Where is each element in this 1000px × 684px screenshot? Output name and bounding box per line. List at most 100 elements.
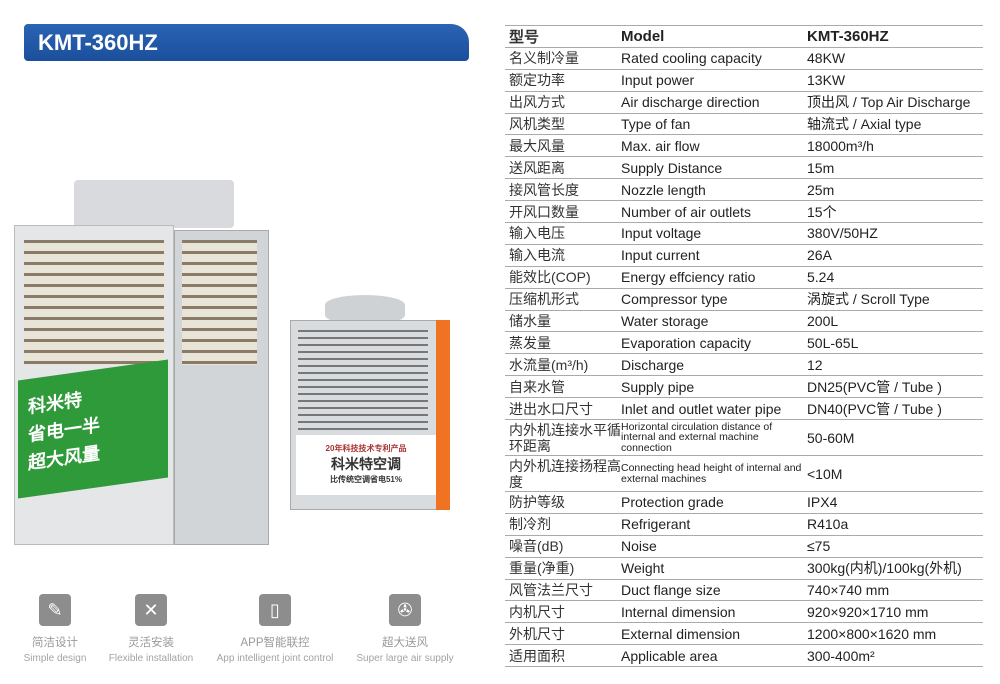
table-cell: Nozzle length <box>621 181 706 198</box>
table-cell: 15个 <box>807 203 837 220</box>
table-cell: 380V/50HZ <box>807 225 878 242</box>
table-row: 输入电流 Input current 26A <box>505 245 983 267</box>
indoor-unit-image: 科米特 省电一半 超大风量 <box>14 180 284 545</box>
feature-en: Super large air supply <box>356 653 454 664</box>
header-cell: Model <box>621 27 665 45</box>
table-cell: Energy effciency ratio <box>621 269 756 286</box>
table-cell: Input current <box>621 247 700 264</box>
unit-top <box>74 180 234 228</box>
table-cell: 输入电流 <box>509 247 565 264</box>
feature-zh: 灵活安装 <box>128 637 174 649</box>
table-cell: Inlet and outlet water pipe <box>621 400 782 417</box>
table-cell: Noise <box>621 538 657 555</box>
saving-text: 比传统空调省电51% <box>329 475 402 484</box>
table-cell: 噪音(dB) <box>509 538 564 555</box>
model-title: KMT-360HZ <box>38 30 158 55</box>
table-cell: 送风距离 <box>509 159 565 176</box>
table-cell: 18000m³/h <box>807 137 874 154</box>
sign-panel: 20年科技技术专利产品 科米特空调 比传统空调省电51% <box>296 435 436 495</box>
feature-en: Simple design <box>23 653 87 664</box>
table-cell: Input voltage <box>621 225 702 242</box>
table-cell: Number of air outlets <box>621 203 751 220</box>
table-cell: 5.24 <box>807 269 835 286</box>
model-title-banner: KMT-360HZ <box>24 24 469 61</box>
orange-trim <box>436 320 450 510</box>
table-cell: Air discharge direction <box>621 94 760 111</box>
table-cell: 50-60M <box>807 429 855 446</box>
feature-en: App intelligent joint control <box>216 653 334 664</box>
table-cell: 防护等级 <box>509 494 565 511</box>
feature-zh: 简洁设计 <box>32 637 78 649</box>
table-cell: 内外机连接扬程高度 <box>509 457 621 490</box>
table-cell: Refrigerant <box>621 516 691 533</box>
table-row: 能效比(COP) Energy effciency ratio 5.24 <box>505 267 983 289</box>
green-label-panel: 科米特 省电一半 超大风量 <box>18 359 168 499</box>
table-cell: External dimension <box>621 625 741 642</box>
phone-icon: ▯ <box>259 594 291 626</box>
side-louvers <box>182 240 257 365</box>
table-cell: Supply Distance <box>621 159 723 176</box>
table-cell: 储水量 <box>509 313 551 330</box>
table-cell: 300kg(内机)/100kg(外机) <box>807 560 962 577</box>
table-cell: 200L <box>807 313 839 330</box>
table-cell: 接风管长度 <box>509 181 579 198</box>
table-cell: 名义制冷量 <box>509 50 579 67</box>
table-cell: Type of fan <box>621 116 691 132</box>
table-cell: 额定功率 <box>509 72 565 89</box>
table-cell: Max. air flow <box>621 137 700 154</box>
tools-icon: ✕ <box>135 594 167 626</box>
table-cell: Weight <box>621 560 665 577</box>
table-cell: Internal dimension <box>621 603 736 620</box>
table-cell: Applicable area <box>621 647 718 664</box>
feature-en: Flexible installation <box>108 653 194 664</box>
fan-icon: ✇ <box>389 594 421 626</box>
table-cell: 轴流式 / Axial type <box>807 116 922 132</box>
table-row: 噪音(dB) Noise ≤75 <box>505 536 983 558</box>
table-cell: 自来水管 <box>509 378 565 395</box>
table-cell: 输入电压 <box>509 225 565 242</box>
feature-zh: 超大送风 <box>382 637 428 649</box>
table-cell: Evaporation capacity <box>621 334 751 351</box>
table-cell: ≤75 <box>807 538 831 555</box>
table-cell: IPX4 <box>807 494 838 511</box>
table-cell: Compressor type <box>621 291 728 308</box>
table-cell: 水流量(m³/h) <box>509 356 589 373</box>
front-louvers <box>24 240 164 365</box>
brand-text: 科米特空调 <box>331 456 401 472</box>
table-cell: 26A <box>807 247 832 264</box>
table-cell: 能效比(COP) <box>509 269 591 286</box>
table-cell: 740×740 mm <box>807 582 890 599</box>
feature-app-control: ▯ APP智能联控 App intelligent joint control <box>215 594 335 664</box>
table-cell: 出风方式 <box>509 94 565 111</box>
table-cell: 920×920×1710 mm <box>807 603 929 620</box>
table-cell: 外机尺寸 <box>509 625 565 642</box>
feature-simple-design: ✎ 简洁设计 Simple design <box>0 594 115 664</box>
table-cell: 风机类型 <box>509 116 565 132</box>
feature-flexible-installation: ✕ 灵活安装 Flexible installation <box>91 594 211 664</box>
table-cell: DN40(PVC管 / Tube ) <box>807 400 942 417</box>
feature-air-supply: ✇ 超大送风 Super large air supply <box>345 594 465 664</box>
outdoor-unit-image: 20年科技技术专利产品 科米特空调 比传统空调省电51% <box>290 295 450 535</box>
table-cell: Rated cooling capacity <box>621 50 762 67</box>
table-cell: 1200×800×1620 mm <box>807 625 937 642</box>
table-cell: Water storage <box>621 313 709 330</box>
table-cell: 适用面积 <box>509 647 565 664</box>
table-cell: Duct flange size <box>621 582 721 599</box>
table-cell: Connecting head height of internal and e… <box>621 462 802 485</box>
feature-zh: APP智能联控 <box>240 637 310 649</box>
table-row: 外机尺寸 External dimension 1200×800×1620 mm <box>505 623 983 646</box>
